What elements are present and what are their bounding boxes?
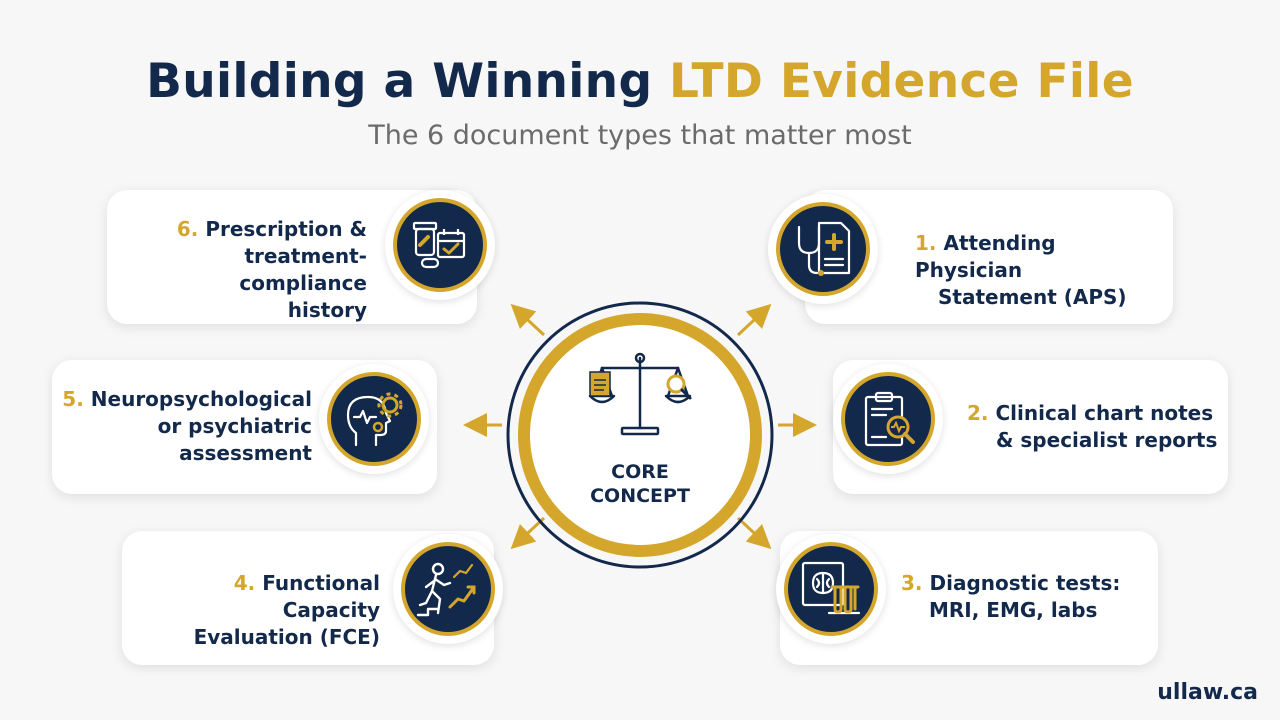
item-3-ring — [776, 534, 886, 644]
item-2-disc — [841, 372, 935, 466]
clipboard-magnifier-icon — [864, 391, 915, 447]
item-1-line-1: Attending Physician — [915, 231, 1056, 282]
arrow-to-item-3 — [736, 516, 772, 550]
item-5-line-2: or psychiatric — [157, 414, 312, 438]
core-line-1: CORE — [611, 461, 669, 483]
item-3-disc — [784, 542, 878, 636]
item-4-disc — [401, 542, 495, 636]
core-line-2: CONCEPT — [590, 485, 690, 507]
arrow-to-item-6 — [510, 303, 546, 337]
item-6-ring — [385, 190, 495, 300]
item-3-label: 3. Diagnostic tests: MRI, EMG, labs — [901, 570, 1151, 624]
item-5-line-3: assessment — [179, 441, 312, 465]
item-5-ring — [319, 364, 429, 474]
item-5-label: 5. Neuropsychological or psychiatric ass… — [62, 386, 312, 467]
head-gears-icon — [346, 392, 403, 447]
item-3-line-2: MRI, EMG, labs — [929, 598, 1098, 622]
item-1-ring — [768, 194, 878, 304]
core-concept-hub: CORE CONCEPT — [505, 300, 775, 570]
item-2-line-1: Clinical chart notes — [995, 401, 1214, 425]
item-4-line-1: Functional Capacity — [262, 571, 380, 622]
arrow-to-item-4 — [510, 516, 546, 550]
arrow-to-item-1 — [736, 303, 772, 337]
item-6-line-2: treatment-compliance — [239, 244, 367, 295]
item-2-number: 2. — [967, 401, 989, 425]
item-1-number: 1. — [915, 231, 937, 255]
item-5-number: 5. — [62, 387, 84, 411]
item-2-line-2: & specialist reports — [996, 428, 1218, 452]
brand-watermark: ullaw.ca — [1157, 680, 1258, 705]
core-concept-label: CORE CONCEPT — [505, 460, 775, 508]
item-3-line-1: Diagnostic tests: — [929, 571, 1121, 595]
item-4-ring — [393, 534, 503, 644]
item-2-ring — [833, 364, 943, 474]
item-4-line-2: Evaluation (FCE) — [193, 625, 380, 649]
item-2-label: 2. Clinical chart notes & specialist rep… — [967, 400, 1222, 454]
brain-scan-test-tubes-icon — [801, 561, 861, 615]
page-subtitle: The 6 document types that matter most — [368, 120, 912, 151]
item-1-disc — [776, 202, 870, 296]
item-1-label: 1. Attending Physician Statement (APS) — [915, 230, 1165, 311]
item-1-line-2: Statement (APS) — [938, 285, 1127, 309]
page-title: Building a Winning LTD Evidence File — [0, 52, 1280, 112]
title-part-1: Building a Winning — [146, 54, 670, 109]
item-4-number: 4. — [233, 571, 256, 595]
item-6-disc — [393, 198, 487, 292]
stethoscope-document-icon — [797, 221, 851, 276]
item-6-number: 6. — [176, 217, 199, 241]
pill-bottle-calendar-icon — [412, 221, 466, 269]
item-6-line-1: Prescription & — [205, 217, 367, 241]
item-5-line-1: Neuropsychological — [90, 387, 312, 411]
item-4-label: 4. Functional Capacity Evaluation (FCE) — [130, 570, 380, 651]
item-6-label: 6. Prescription & treatment-compliance h… — [117, 216, 367, 324]
item-5-disc — [327, 372, 421, 466]
scales-of-justice-icon — [588, 352, 692, 436]
title-part-2: LTD Evidence File — [669, 54, 1134, 109]
item-3-number: 3. — [901, 571, 923, 595]
person-climbing-chart-icon — [416, 562, 476, 617]
item-6-line-3: history — [287, 298, 367, 322]
